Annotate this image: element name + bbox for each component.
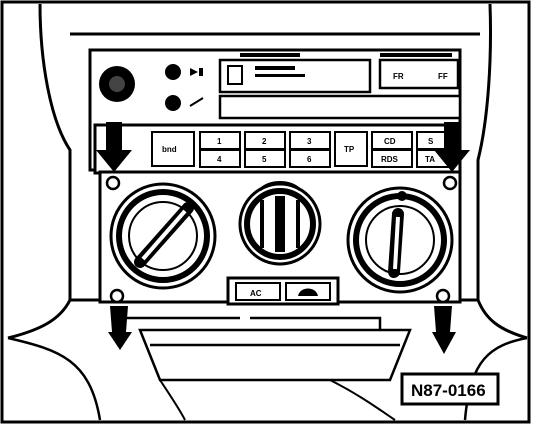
screw-top-left-icon: [105, 175, 121, 191]
fr-label[interactable]: FR: [393, 72, 404, 81]
ac-button[interactable]: [235, 282, 281, 301]
band-label: bnd: [162, 145, 177, 154]
arrow-down-right-icon: [434, 122, 470, 172]
screw-top-right-icon: [442, 175, 458, 191]
reference-number: N87-0166: [411, 381, 486, 400]
preset-button-6[interactable]: [289, 149, 331, 168]
preset-button-row: bnd 1 2 3 4 5 6 TP CD RDS S TA: [93, 123, 462, 175]
preset-label-4: 4: [217, 155, 222, 164]
ff-label[interactable]: FF: [438, 72, 448, 81]
tp-label: TP: [344, 145, 355, 154]
preset-label-6: 6: [307, 155, 312, 164]
recirculation-icon: [298, 288, 318, 296]
preset-button-5[interactable]: [244, 149, 286, 168]
screws: [105, 175, 458, 304]
radio-small-button-bottom[interactable]: [165, 95, 181, 111]
reference-stamp: [400, 372, 500, 406]
arrow-bottom-left-icon: [108, 306, 132, 350]
preset-label-1: 1: [217, 137, 222, 146]
preset-label-3: 3: [307, 137, 312, 146]
cd-label: CD: [384, 137, 396, 146]
right-top-label: S: [428, 137, 434, 146]
display-window: [218, 94, 462, 120]
ac-label: AC: [250, 289, 262, 298]
arrow-bottom-right-icon: [432, 306, 456, 354]
fan-speed-knob[interactable]: [238, 181, 322, 266]
rds-label: RDS: [381, 155, 399, 164]
radio-small-button-top[interactable]: [165, 64, 181, 80]
temperature-knob[interactable]: [109, 182, 217, 290]
preset-button-4[interactable]: [199, 149, 241, 168]
preset-label-2: 2: [262, 137, 267, 146]
arrow-down-left-icon: [96, 122, 132, 172]
band-button[interactable]: [151, 131, 195, 167]
screw-bottom-left-icon: [109, 288, 125, 304]
air-distribution-knob[interactable]: [346, 186, 454, 294]
rds-button[interactable]: [371, 149, 413, 168]
climate-control-panel: AC: [98, 170, 462, 306]
right-bottom-label: TA: [425, 155, 435, 164]
fr-ff-box: [378, 58, 460, 90]
screw-bottom-right-icon: [435, 288, 451, 304]
removal-arrows-top: [96, 122, 470, 172]
removal-arrows-bottom: [108, 306, 456, 354]
tp-button[interactable]: [334, 131, 368, 167]
preset-label-5: 5: [262, 155, 267, 164]
